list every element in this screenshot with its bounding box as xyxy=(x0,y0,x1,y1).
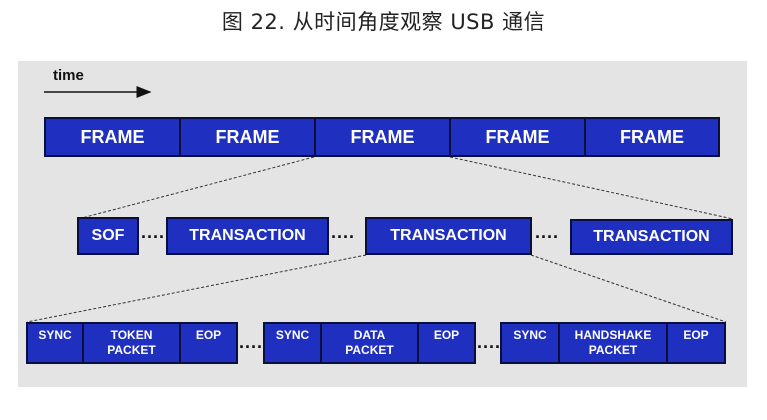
sof-box: SOF xyxy=(77,217,139,255)
time-label: time xyxy=(53,67,84,84)
figure-title: 图 22. 从时间角度观察 USB 通信 xyxy=(221,10,546,34)
sync-label: SYNC xyxy=(275,328,310,342)
packet-label-line-1: TOKEN xyxy=(110,328,153,342)
eop-field: EOP xyxy=(419,324,474,362)
separator-dots: .... xyxy=(331,222,356,242)
sync-field: SYNC xyxy=(265,324,322,362)
eop-label: EOP xyxy=(433,328,460,342)
transaction-box-1: TRANSACTION xyxy=(166,217,329,255)
separator-dots: .... xyxy=(239,332,264,352)
eop-field: EOP xyxy=(181,324,236,362)
packet-label-line-2: PACKET xyxy=(345,343,394,357)
zoom-line-right-2 xyxy=(530,254,727,323)
packet-label-line-1: DATA xyxy=(353,328,386,342)
eop-field: EOP xyxy=(668,324,724,362)
frame-box-2: FRAME xyxy=(179,117,316,157)
frame-box-4: FRAME xyxy=(449,117,586,157)
sync-label: SYNC xyxy=(38,328,72,342)
eop-label: EOP xyxy=(195,328,222,342)
sync-label: SYNC xyxy=(513,328,547,342)
sync-field: SYNC xyxy=(28,324,84,362)
eop-label: EOP xyxy=(683,328,709,342)
packet-label-line-2: PACKET xyxy=(588,343,638,357)
frame-box-5: FRAME xyxy=(584,117,720,157)
separator-dots: .... xyxy=(477,332,502,352)
packet-label-line-2: PACKET xyxy=(107,343,156,357)
sync-field: SYNC xyxy=(502,324,560,362)
zoom-line-left-1 xyxy=(77,156,315,220)
zoom-line-left-2 xyxy=(26,254,367,323)
packet-label-line-1: HANDSHAKE xyxy=(574,328,652,342)
zoom-line-right-1 xyxy=(449,156,734,220)
separator-dots: .... xyxy=(141,222,166,242)
transaction-box-2: TRANSACTION xyxy=(365,217,532,255)
frame-box-3: FRAME xyxy=(314,117,451,157)
frame-box-1: FRAME xyxy=(44,117,181,157)
transaction-box-3: TRANSACTION xyxy=(570,219,733,255)
separator-dots: .... xyxy=(535,222,560,242)
